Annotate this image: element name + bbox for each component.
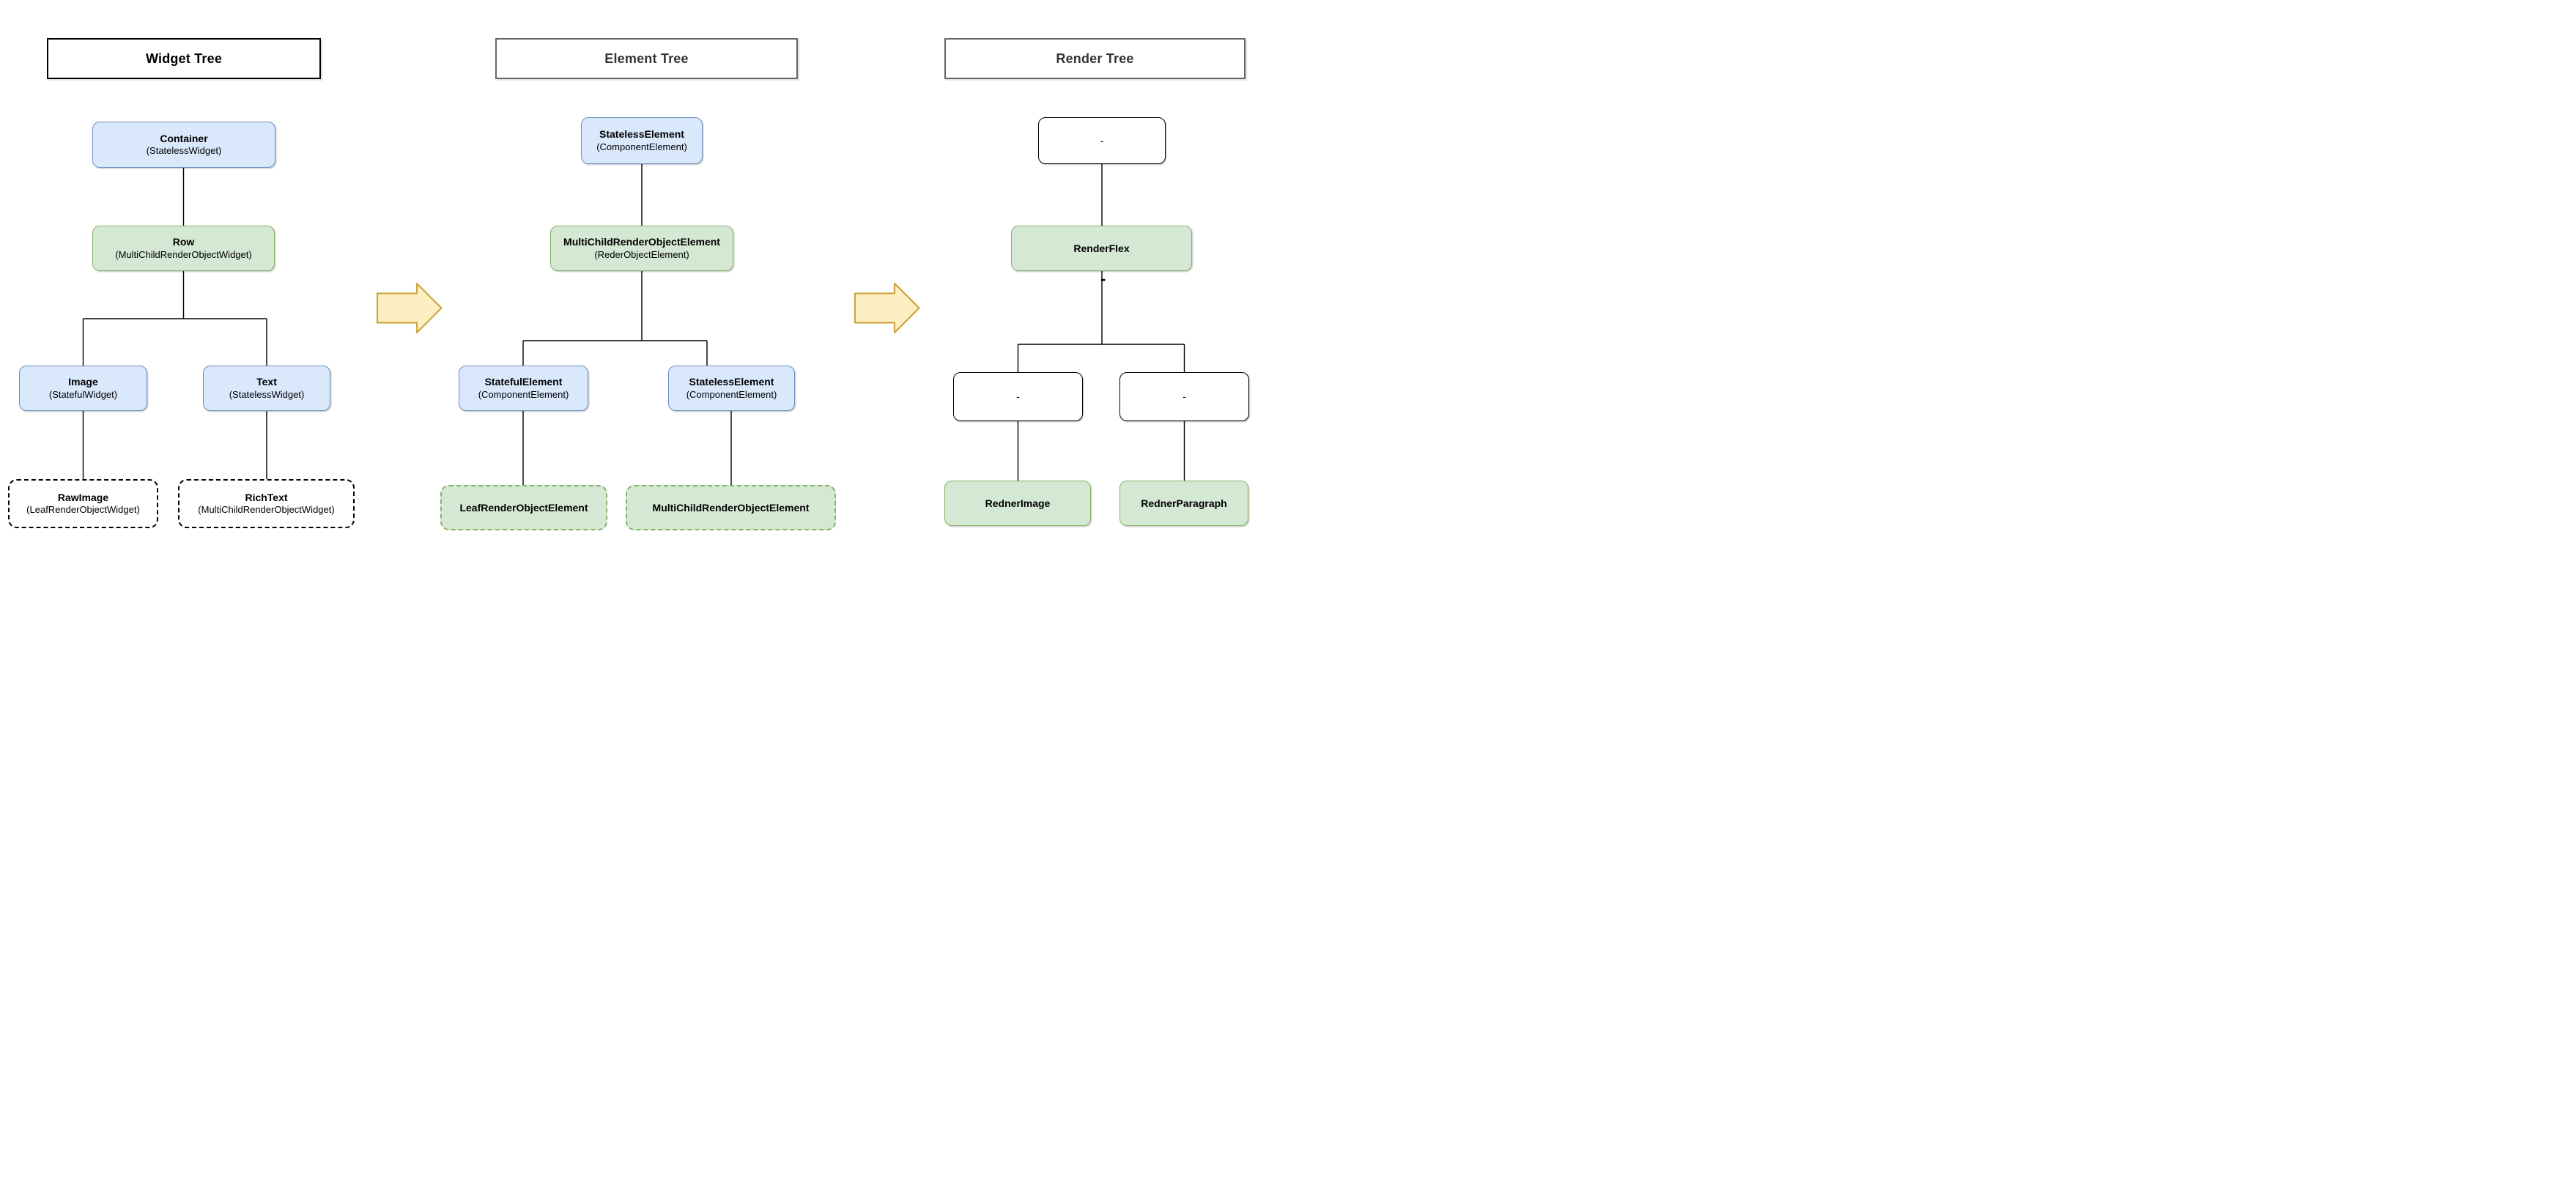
node-widget-richtext: RichText (MultiChildRenderObjectWidget) (178, 479, 355, 528)
node-render-left-placeholder: - (953, 372, 1083, 421)
node-render-right-placeholder: - (1119, 372, 1249, 421)
node-subtitle: (ComponentElement) (478, 388, 569, 400)
edge-label-dash: - (1100, 270, 1106, 288)
node-subtitle: (LeafRenderObjectWidget) (26, 504, 140, 516)
node-title: StatelessElement (689, 376, 774, 388)
node-widget-rawimage: RawImage (LeafRenderObjectWidget) (8, 479, 158, 528)
node-element-stateless-root: StatelessElement (ComponentElement) (581, 117, 703, 164)
node-render-rednerimage: RednerImage (944, 481, 1091, 526)
node-title: Container (160, 132, 208, 144)
node-widget-row: Row (MultiChildRenderObjectWidget) (92, 226, 275, 271)
node-title: - (1016, 390, 1020, 403)
node-title: MultiChildRenderObjectElement (563, 236, 720, 248)
render-tree-connectors (1017, 164, 1185, 481)
node-title: MultiChildRenderObjectElement (652, 501, 810, 514)
node-title: RawImage (57, 491, 109, 503)
node-render-renderflex: RenderFlex (1011, 226, 1192, 271)
node-widget-text: Text (StatelessWidget) (203, 366, 330, 411)
node-subtitle: (StatelessWidget) (146, 145, 222, 157)
node-render-root-placeholder: - (1038, 117, 1166, 164)
node-title: Row (172, 236, 195, 248)
node-widget-container: Container (StatelessWidget) (92, 122, 275, 168)
node-title: RichText (245, 491, 288, 503)
node-subtitle: (MultiChildRenderObjectWidget) (198, 504, 335, 516)
node-subtitle: (ComponentElement) (686, 388, 777, 400)
node-title: Text (256, 376, 277, 388)
node-title: StatelessElement (599, 128, 684, 141)
node-title: RednerParagraph (1141, 497, 1227, 509)
node-title: - (1182, 390, 1186, 403)
node-title: Image (68, 376, 98, 388)
node-subtitle: (RederObjectElement) (594, 248, 689, 260)
column-title-element-tree: Element Tree (495, 38, 798, 79)
node-element-multichild: MultiChildRenderObjectElement (RederObje… (550, 226, 733, 271)
node-element-stateless-child: StatelessElement (ComponentElement) (668, 366, 795, 411)
node-element-stateful: StatefulElement (ComponentElement) (459, 366, 588, 411)
node-title: RednerImage (985, 497, 1051, 509)
arrow-right-icon (376, 282, 443, 334)
node-element-multichild-child: MultiChildRenderObjectElement (626, 485, 836, 530)
node-title: - (1100, 134, 1104, 147)
node-title: StatefulElement (484, 376, 563, 388)
widget-tree-connectors (82, 168, 267, 479)
node-element-leafrenderobject: LeafRenderObjectElement (440, 485, 607, 530)
node-render-rednerparagraph: RednerParagraph (1119, 481, 1248, 526)
node-title: LeafRenderObjectElement (459, 501, 588, 514)
node-subtitle: (StatefulWidget) (48, 388, 118, 400)
column-title-widget-tree: Widget Tree (47, 38, 321, 79)
element-tree-connectors (522, 164, 732, 485)
node-subtitle: (MultiChildRenderObjectWidget) (115, 248, 252, 260)
arrow-right-icon (854, 282, 920, 334)
node-subtitle: (StatelessWidget) (229, 388, 305, 400)
node-widget-image: Image (StatefulWidget) (19, 366, 147, 411)
node-subtitle: (ComponentElement) (596, 141, 687, 152)
column-title-render-tree: Render Tree (944, 38, 1246, 79)
node-title: RenderFlex (1073, 242, 1130, 254)
connector-lines (82, 164, 1185, 485)
diagram-canvas: Widget Tree Element Tree Render Tree Con… (0, 0, 1288, 589)
